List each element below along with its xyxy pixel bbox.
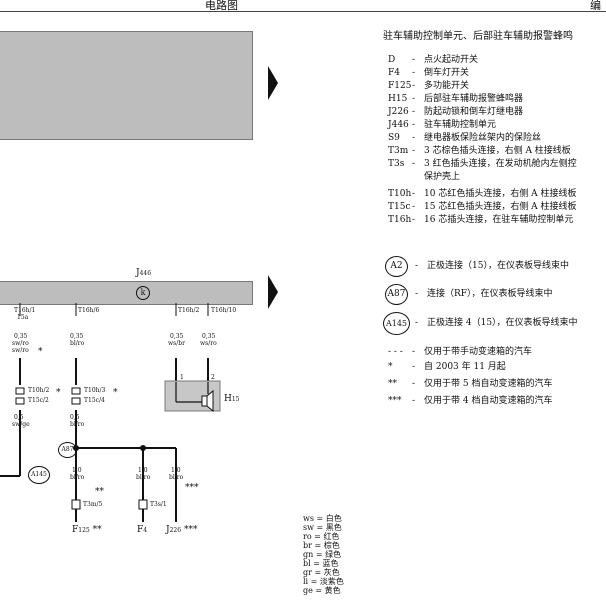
wire-color: bl/ro <box>70 340 85 347</box>
connection-desc-a87: -连接（RF），在仪表板导线束中 <box>415 289 553 299</box>
wire-size: 1,0 <box>138 467 148 474</box>
legend-item: J446-驻车辅助控制单元 <box>388 120 497 130</box>
legend-title: 驻车辅助控制单元、后部驻车辅助报警蜂鸣 <box>383 31 573 42</box>
component-f125-label: F125 ** <box>72 525 102 535</box>
legend-item: F4-倒车灯开关 <box>388 68 470 78</box>
connector-label: T15c/2 <box>28 397 49 404</box>
legend-item: T15c-15 芯红色插头连接，右侧 A 柱接线板 <box>388 202 577 212</box>
note-star: * <box>38 347 43 357</box>
wire-color: sw/ro <box>12 340 29 347</box>
wire-size: 0,35 <box>202 333 216 340</box>
a145-badge: A145 <box>28 466 50 484</box>
wire-size: 1,0 <box>72 467 82 474</box>
color-code-row: ro = 红色 <box>303 532 340 541</box>
note-item: *-自 2003 年 11 月起 <box>388 362 506 372</box>
header-title: 电路图 <box>205 0 238 12</box>
connection-desc-a2: -正极连接（15），在仪表板导线束中 <box>415 261 569 271</box>
color-code-row: ws = 白色 <box>303 514 342 523</box>
h15-pin-1: 1 <box>180 374 184 381</box>
wire-size: 0,5 <box>70 414 80 421</box>
color-code-row: sw = 黑色 <box>303 523 342 532</box>
legend-item: T3s-3 红色插头连接，在发动机舱内左侧控 <box>388 159 577 169</box>
legend-item: D-点火起动开关 <box>388 55 479 65</box>
wire-color: ws/br <box>168 340 185 347</box>
legend-item: F125-多功能开关 <box>388 81 470 91</box>
fuse-connector-label: T3m/5 <box>83 501 103 508</box>
header-right-title: 编 <box>590 0 601 12</box>
component-f4-label: F4 <box>137 525 148 535</box>
page-flow-arrow-mid <box>268 275 278 309</box>
note-item: ***-仅用于带 4 档自动变速箱的汽车 <box>388 396 553 406</box>
wire-size: 0,5 <box>14 414 24 421</box>
color-code-row: gn = 绿色 <box>303 550 342 559</box>
ground-k-symbol: k <box>136 286 150 300</box>
j446-control-unit <box>0 281 253 305</box>
color-code-row: gr = 灰色 <box>303 568 340 577</box>
h15-pin-2: 2 <box>211 374 215 381</box>
note-star: * <box>56 388 61 398</box>
note-star: * <box>113 388 118 398</box>
wire-size: 0,35 <box>170 333 184 340</box>
color-code-row: ge = 黄色 <box>303 586 341 595</box>
wire-color: sw/ge <box>12 421 30 428</box>
legend-item: T3m-3 芯棕色插头连接，右侧 A 柱接线板 <box>388 146 571 156</box>
j446-label: J446 <box>136 268 152 278</box>
wire-size: 0,35 <box>70 333 84 340</box>
fuse-connector-label: T3s/1 <box>150 501 167 508</box>
wire-color: bl/ro <box>70 474 85 481</box>
pin-label: T16h/2 <box>178 307 200 314</box>
component-j226-label: J226 *** <box>166 525 198 535</box>
color-code-row: li = 淡紫色 <box>303 577 344 586</box>
wire-color: bl/ro <box>70 421 85 428</box>
h15-label: H15 <box>224 394 240 404</box>
connection-badge-a145: A145 <box>383 312 410 335</box>
wire-size: 0,35 <box>14 333 28 340</box>
upper-component-block <box>0 31 253 140</box>
legend-item: T10h-10 芯红色插头连接，右侧 A 柱接线板 <box>388 189 577 199</box>
legend-item: S9-继电器板保险丝架内的保险丝 <box>388 133 542 143</box>
pin-label: T16h/10 <box>211 307 237 314</box>
wire-color: sw/ro <box>12 347 29 354</box>
a87-badge: A87 <box>58 442 77 458</box>
wire-size: 1,0 <box>171 467 181 474</box>
connector-label: T10h/2 <box>28 387 50 394</box>
header-rule <box>0 11 606 12</box>
connection-desc-a145: -正极连接 4（15），在仪表板导线束中 <box>415 318 578 328</box>
color-code-row: br = 棕色 <box>303 541 340 550</box>
connector-label: T10h/3 <box>84 387 106 394</box>
wire-color: bl/ro <box>169 474 184 481</box>
legend-item: H15-后部驻车辅助报警蜂鸣器 <box>388 94 524 104</box>
legend-item: J226-防起动锁和倒车灯继电器 <box>388 107 524 117</box>
note-triple-star: *** <box>185 483 199 493</box>
legend-item: 保护壳上 <box>424 172 461 182</box>
legend-item: T16h-16 芯插头连接，在驻车辅助控制单元 <box>388 215 574 225</box>
note-item: - - --仅用于带手动变速箱的汽车 <box>388 347 533 357</box>
page-flow-arrow-top <box>268 66 278 100</box>
pin-sublabel: 15a <box>17 314 29 321</box>
note-item: **-仅用于带 5 档自动变速箱的汽车 <box>388 379 553 389</box>
connection-badge-a2: A2 <box>385 256 408 277</box>
color-code-row: bl = 蓝色 <box>303 559 339 568</box>
connector-label: T15c/4 <box>84 397 105 404</box>
pin-label: T16h/1 <box>14 307 36 314</box>
note-double-star: ** <box>95 487 104 497</box>
wire-color: bl/ro <box>136 474 151 481</box>
pin-label: T16h/6 <box>78 307 100 314</box>
connection-badge-a87: A87 <box>385 284 408 305</box>
wire-color: ws/ro <box>200 340 217 347</box>
